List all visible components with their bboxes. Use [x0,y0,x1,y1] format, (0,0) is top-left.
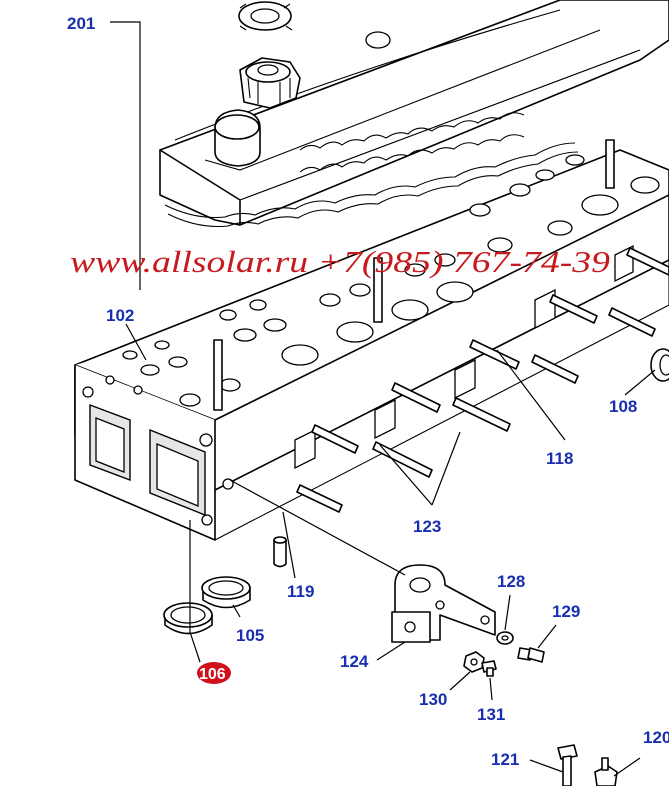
deck-studs [213,139,615,411]
callout-128: 128 [497,572,525,591]
callout-119: 119 [287,582,314,601]
exhaust-studs [296,247,669,513]
valve-seats [105,154,660,407]
cylinder-head [74,149,669,541]
callout-130: 130 [419,690,447,709]
seal-ring-108 [650,348,669,382]
nut-120 [594,757,618,786]
bolt-121 [557,744,578,786]
filler-cap-gasket [238,1,293,31]
breather-cap [214,109,261,167]
leader-lines [110,21,656,777]
valve-cover [159,0,669,228]
bolt-129 [517,647,545,663]
callout-129: 129 [552,602,580,621]
bolt-131 [481,660,497,677]
callout-102: 102 [106,306,134,325]
watermark-text: www.allsolar.ru +7(985) 767-74-39 [70,244,610,279]
callout-118: 118 [546,449,573,468]
highlight-badge [197,662,231,684]
dowel-pin-119 [273,536,287,568]
callout-201: 201 [67,14,95,33]
callout-124: 124 [340,652,369,671]
callout-121: 121 [491,750,519,769]
callout-105: 105 [236,626,264,645]
callout-106[interactable]: 106 [199,666,226,683]
oil-filler-cap [239,57,301,109]
sleeve-105 [201,576,251,609]
callout-108: 108 [609,397,637,416]
seal-ring-106 [163,602,213,635]
callout-131: 131 [477,705,505,724]
callout-120: 120 [643,728,669,747]
callout-106-highlight[interactable]: 106 [197,662,231,684]
lifting-bracket-124 [391,564,496,643]
nut-130 [463,651,485,673]
washer-128 [496,631,514,645]
callout-labels: 201 102 108 118 123 119 105 128 129 124 … [67,14,669,769]
callout-123: 123 [413,517,441,536]
